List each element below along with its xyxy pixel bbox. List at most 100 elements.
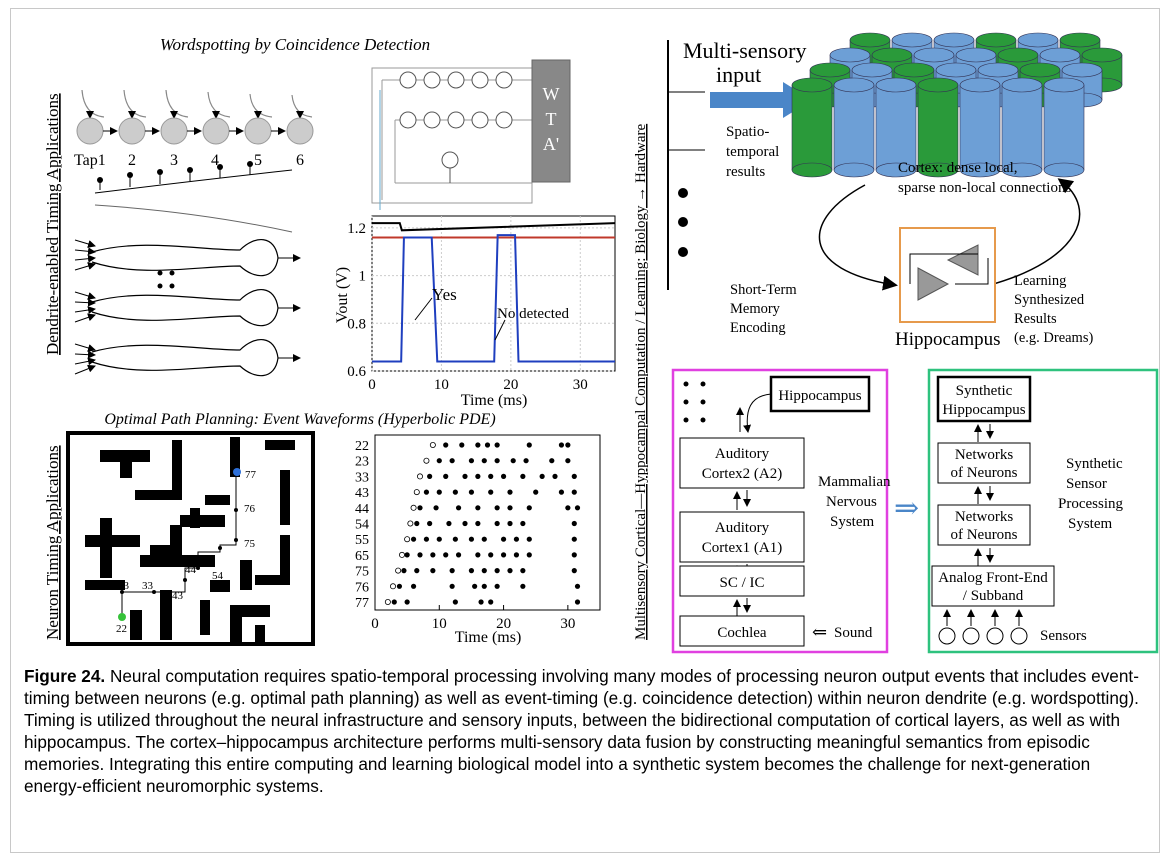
raster-row-label: 22 <box>355 439 369 454</box>
mammal-box-a2-line1: Auditory <box>715 446 770 462</box>
raster-first-spike <box>423 457 430 464</box>
cortex-cylinders <box>791 32 1123 178</box>
sensors-label: Sensors <box>1040 628 1087 644</box>
cortex-cylinder-top <box>1059 32 1101 48</box>
raster-spike <box>449 458 455 464</box>
cortex-cylinder-top <box>917 77 959 93</box>
caption-text: Neural computation requires spatio-tempo… <box>24 666 1139 796</box>
raster-spike <box>523 458 529 464</box>
tap-label-6: 6 <box>296 152 304 169</box>
synth-box-net2-line2: of Neurons <box>950 527 1017 543</box>
raster-spike <box>488 473 494 479</box>
sensor-circles <box>938 627 1028 645</box>
raster-xtick: 20 <box>496 616 511 632</box>
wta-label-t: T <box>546 109 557 129</box>
cortex-cylinder-top <box>1039 47 1081 63</box>
synth-label-line2: Sensor <box>1066 476 1107 492</box>
cortex-cylinder-top <box>913 47 955 63</box>
raster-first-spike <box>404 536 411 543</box>
raster-spike <box>574 599 581 605</box>
raster-spike <box>526 552 532 558</box>
spatio-label-line2: temporal <box>726 144 779 160</box>
raster-spike <box>472 583 478 589</box>
raster-first-spike <box>389 583 396 590</box>
raster-spike <box>494 505 500 511</box>
raster-spike <box>475 520 481 527</box>
mammal-box-a1-line2: Cortex1 (A1) <box>702 540 782 556</box>
raster-spike <box>452 599 458 605</box>
cortex-cylinder-top <box>955 47 997 63</box>
side-label-multisensory: Multisensory Cortical—Hyppocampal Comput… <box>633 124 649 640</box>
learn-label-line4: (e.g. Dreams) <box>1014 330 1093 346</box>
vout-xlabel: Time (ms) <box>461 392 528 409</box>
cortex-cylinder-top <box>1001 77 1043 93</box>
cortex-cylinder-top <box>833 77 875 93</box>
raster-first-spike <box>429 441 436 448</box>
cortex-cylinder-top <box>893 62 935 78</box>
raster-spike <box>571 568 577 574</box>
stm-label-line2: Memory <box>730 301 781 317</box>
raster-spike <box>443 442 449 448</box>
dendrite-line <box>94 161 293 233</box>
learn-label-line1: Learning <box>1014 273 1066 289</box>
vout-annotation-yes-pointer <box>414 297 433 321</box>
tap-chain: Tap1 2 3 4 5 6 <box>74 89 314 169</box>
input-block: Multi-sensory input Spatio- temporal res… <box>667 38 812 290</box>
raster-spike <box>468 536 475 542</box>
vout-plot-frame <box>371 215 616 372</box>
vout-annotation-no: No detected <box>497 306 570 322</box>
raster-spike <box>574 583 581 589</box>
raster-row-label: 23 <box>355 455 369 470</box>
raster-spike <box>571 536 577 542</box>
hippocampus-loop: Short-Term Memory Encoding Learning Synt… <box>730 178 1093 350</box>
raster-spike <box>513 552 520 558</box>
maze-label-23: 23 <box>118 580 130 592</box>
tap-label-4: 4 <box>211 152 219 169</box>
raster-spike <box>459 442 465 448</box>
maze-label-22: 22 <box>116 623 127 635</box>
raster-spike <box>410 583 417 589</box>
mammal-label-line1: Mammalian <box>818 474 891 490</box>
raster-spike <box>414 520 420 527</box>
maze: 77 76 75 54 44 43 33 23 22 <box>66 431 315 646</box>
input-label-line2: input <box>716 62 761 87</box>
raster-spike <box>462 473 468 479</box>
raster-row-label: 76 <box>355 580 369 595</box>
stm-label-line3: Encoding <box>730 320 786 336</box>
vout-ytick: 0.6 <box>347 364 366 380</box>
raster-spike <box>488 552 494 558</box>
raster-spike <box>410 536 417 542</box>
raster-xtick: 0 <box>371 616 379 632</box>
vout-ylabel: Vout (V) <box>334 267 351 323</box>
raster-spike <box>404 599 410 605</box>
raster-spike <box>481 536 487 542</box>
raster-spike <box>436 458 442 464</box>
raster-spike <box>565 505 571 511</box>
wordspotting-title: Wordspotting by Coincidence Detection <box>160 35 430 54</box>
synth-box-afe-line2: / Subband <box>963 588 1024 604</box>
raster-spike <box>427 473 433 479</box>
raster-spike <box>539 473 545 479</box>
raster-spike <box>571 520 577 527</box>
cortex-cylinder-top <box>851 62 893 78</box>
raster-spike <box>520 568 526 574</box>
side-label-dendrite: Dendrite-enabled Timing Applications <box>43 93 62 355</box>
raster-first-spike <box>416 473 423 480</box>
cortex-cylinder-base <box>1001 162 1043 178</box>
cortex-cylinder-top <box>871 47 913 63</box>
raster-spike <box>488 489 494 495</box>
input-arrow-icon <box>710 82 812 118</box>
raster-spike <box>475 473 481 479</box>
synth-box-hippo-line2: Hippocampus <box>942 402 1025 418</box>
mammal-label-line2: Nervous <box>826 494 877 510</box>
raster-row-label: 55 <box>355 533 369 548</box>
raster-spike <box>507 489 513 495</box>
stm-label-line1: Short-Term <box>730 282 797 298</box>
vout-ytick: 1.2 <box>347 221 366 237</box>
cortex-cylinder-top <box>1043 77 1085 93</box>
maze-label-76: 76 <box>244 503 256 515</box>
raster-row-label: 33 <box>355 470 369 485</box>
cortex-cylinder-top <box>1019 62 1061 78</box>
